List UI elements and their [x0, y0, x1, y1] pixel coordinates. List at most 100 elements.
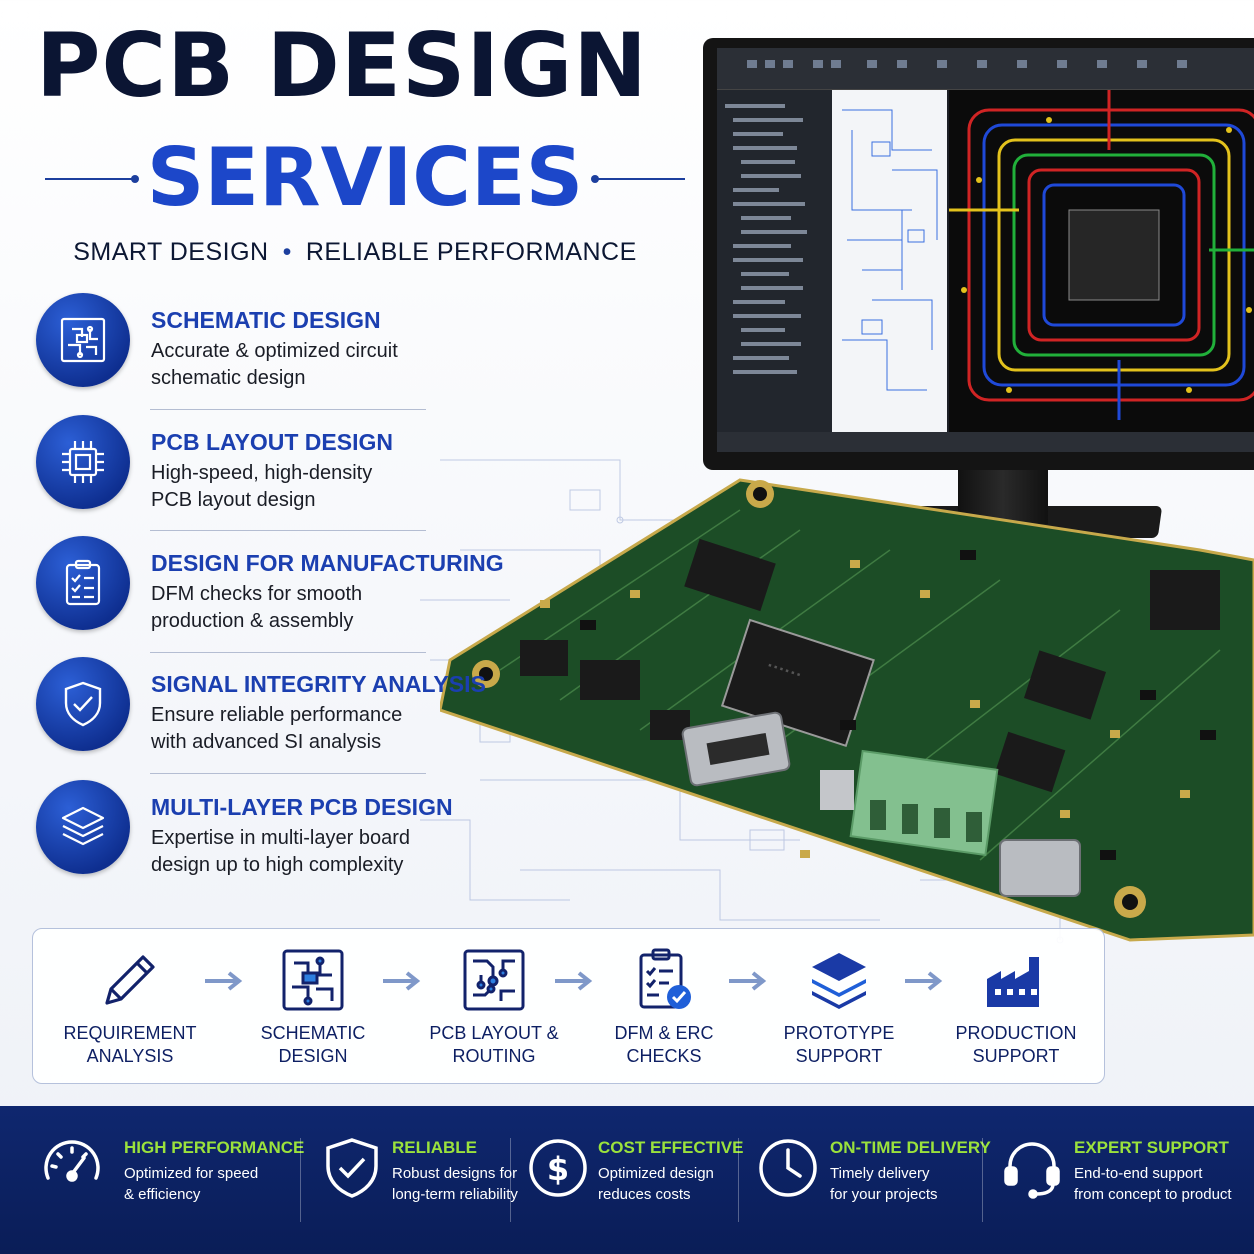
process-step-pcb-layout-routing: PCB Layout & Routing	[419, 929, 569, 1085]
page-title: PCB DESIGN	[36, 14, 648, 117]
process-step-prototype-support: PrototypeSupport	[764, 929, 914, 1085]
process-step-schematic-design: SchematicDesign	[238, 929, 388, 1085]
service-description: Accurate & optimized circuit schematic d…	[151, 338, 471, 392]
service-title: PCB LAYOUT DESIGN	[151, 429, 393, 455]
eda-project-tree	[717, 90, 832, 432]
service-pcb-layout-design: PCB LAYOUT DESIGN High-speed, high-densi…	[36, 415, 466, 527]
service-description: Ensure reliable performance with advance…	[151, 702, 471, 756]
service-title: DESIGN FOR MANUFACTURING	[151, 550, 504, 576]
feature-description: End-to-end support from concept to produc…	[1074, 1163, 1244, 1205]
process-step-label: ProductionSupport	[941, 1022, 1091, 1068]
features-footer: HIGH PERFORMANCE Optimized for speed& ef…	[0, 1106, 1254, 1254]
shield-check-icon	[64, 681, 102, 727]
pencil-icon	[105, 955, 155, 1005]
feature-description-line: Timely delivery	[830, 1165, 930, 1182]
process-step-label-line: Checks	[626, 1046, 702, 1066]
service-badge	[36, 293, 130, 387]
process-step-label-line: Support	[972, 1046, 1060, 1066]
process-step-label-line: DFM & ERC	[614, 1023, 714, 1043]
process-step-label-line: PCB Layout &	[429, 1023, 559, 1043]
feature-description-line: long-term reliability	[392, 1186, 518, 1203]
schematic-icon	[60, 317, 106, 363]
checklist-icon	[65, 559, 101, 606]
feature-description: Optimized design reduces costs	[598, 1163, 768, 1205]
feature-description: Optimized for speed& efficiency	[124, 1163, 294, 1205]
clock-icon	[759, 1139, 817, 1197]
arrow-right-icon	[555, 971, 593, 991]
process-step-label: PrototypeSupport	[764, 1022, 914, 1068]
monitor-illustration	[703, 38, 1254, 470]
decorative-rule-right	[591, 175, 685, 183]
service-title: MULTI-LAYER PCB DESIGN	[151, 794, 453, 820]
tagline-reliable-performance: RELIABLE PERFORMANCE	[305, 238, 637, 266]
service-description-line: production & assembly	[151, 610, 354, 632]
service-signal-integrity-analysis: SIGNAL INTEGRITY ANALYSIS Ensure reliabl…	[36, 657, 486, 769]
process-step-label-line: Schematic	[260, 1023, 366, 1043]
service-description-line: PCB layout design	[151, 489, 316, 511]
decorative-rule-left	[45, 175, 139, 183]
process-step-label: SchematicDesign	[238, 1022, 388, 1068]
process-step-label-line: Routing	[452, 1046, 536, 1066]
arrow-right-icon	[205, 971, 243, 991]
process-step-label-line: Design	[278, 1046, 348, 1066]
service-description: Expertise in multi-layer board design up…	[151, 825, 471, 879]
dollar-icon: $	[529, 1139, 587, 1197]
feature-divider	[300, 1138, 301, 1222]
service-description-line: schematic design	[151, 367, 306, 389]
feature-divider	[510, 1138, 511, 1222]
service-title: SIGNAL INTEGRITY ANALYSIS	[151, 671, 486, 697]
headset-icon	[1004, 1142, 1060, 1199]
service-description-line: Expertise in multi-layer board	[151, 827, 410, 849]
process-step-label-line: Support	[795, 1046, 883, 1066]
tagline: SMART DESIGN•RELIABLE PERFORMANCE	[40, 238, 670, 267]
feature-title: HIGH PERFORMANCE	[124, 1138, 305, 1157]
process-step-label-line: Prototype	[783, 1023, 895, 1043]
feature-title: RELIABLE	[392, 1138, 477, 1157]
pcb-board-illustration: ▪▪▪▪▪▪	[440, 478, 1254, 942]
service-badge	[36, 657, 130, 751]
service-description: High-speed, high-density PCB layout desi…	[151, 460, 471, 514]
feature-title: EXPERT SUPPORT	[1074, 1138, 1229, 1157]
layers-icon	[812, 953, 866, 1009]
circuit-board-icon	[463, 949, 525, 1011]
service-badge	[36, 415, 130, 509]
service-description-line: Ensure reliable performance	[151, 704, 403, 726]
service-title: SCHEMATIC DESIGN	[151, 307, 381, 333]
service-design-for-manufacturing: DESIGN FOR MANUFACTURING DFM checks for …	[36, 536, 504, 648]
feature-title: ON-TIME DELIVERY	[830, 1138, 991, 1157]
feature-description-line: End-to-end support	[1074, 1165, 1203, 1182]
process-step-label-line: Requirement	[63, 1023, 197, 1043]
process-step-label-line: Production	[955, 1023, 1077, 1043]
tagline-smart-design: SMART DESIGN	[73, 238, 269, 266]
feature-description-line: Robust designs for	[392, 1165, 518, 1182]
feature-title: COST EFFECTIVE	[598, 1138, 744, 1157]
feature-description-line: reduces costs	[598, 1186, 691, 1203]
shield-check-icon	[326, 1138, 378, 1198]
eda-screen	[717, 48, 1254, 452]
design-process-flow: RequirementAnalysis SchematicDesign PCB …	[32, 928, 1105, 1084]
service-divider	[150, 652, 426, 653]
arrow-right-icon	[905, 971, 943, 991]
service-description-line: with advanced SI analysis	[151, 731, 382, 753]
process-step-production-support: ProductionSupport	[941, 929, 1091, 1085]
feature-divider	[982, 1138, 983, 1222]
eda-status-bar	[717, 432, 1254, 452]
process-step-label: DFM & ERC Checks	[589, 1022, 739, 1068]
service-description-line: design up to high complexity	[151, 854, 404, 876]
process-step-requirement-analysis: RequirementAnalysis	[55, 929, 205, 1085]
subtitle-row: SERVICES	[40, 138, 690, 224]
feature-description-line: & efficiency	[124, 1186, 201, 1203]
feature-description-line: from concept to product	[1074, 1186, 1232, 1203]
arrow-right-icon	[729, 971, 767, 991]
service-description-line: Accurate & optimized circuit	[151, 340, 398, 362]
service-divider	[150, 773, 426, 774]
process-step-label-line: Analysis	[86, 1046, 174, 1066]
service-badge	[36, 780, 130, 874]
factory-icon	[987, 957, 1039, 1007]
process-step-label: RequirementAnalysis	[55, 1022, 205, 1068]
feature-description-line: Optimized design	[598, 1165, 714, 1182]
service-divider	[150, 530, 426, 531]
arrow-right-icon	[383, 971, 421, 991]
eda-toolbar	[717, 48, 1254, 90]
